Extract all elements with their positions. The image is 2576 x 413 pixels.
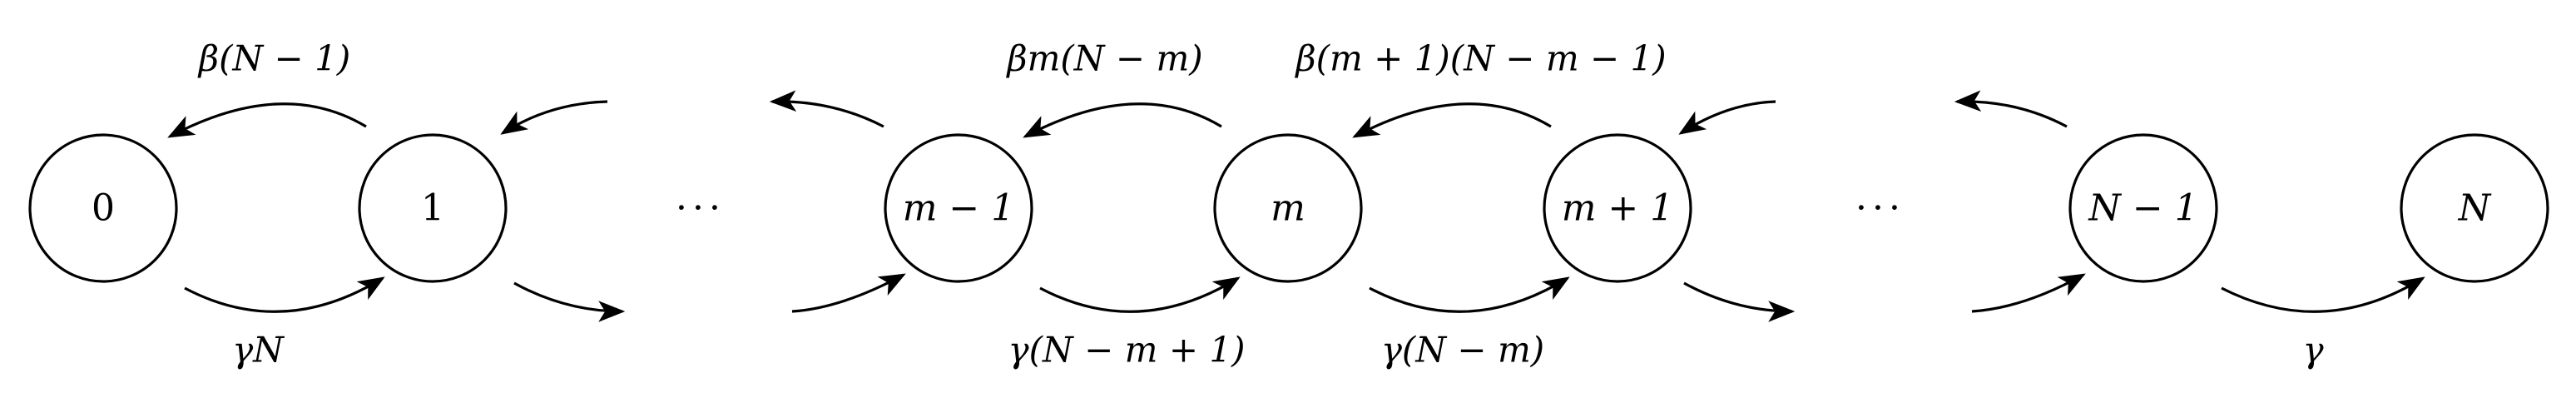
state-node-m: m xyxy=(1213,133,1363,283)
rate-label-beta-m-to-m-minus-1: βm(N − m) xyxy=(1005,38,1202,79)
arrow-gamma-m-to-m-plus-1 xyxy=(1369,276,1570,313)
rate-label-beta-m-plus-1-to-m: β(m + 1)(N − m − 1) xyxy=(1294,38,1666,79)
state-label-m: m xyxy=(1271,187,1305,230)
rate-label-gamma-m-to-m-plus-1: γ(N − m) xyxy=(1381,330,1544,371)
arrow-beta-out-of-N-minus-1 xyxy=(1954,90,2068,128)
arrow-beta-m-to-m-minus-1 xyxy=(1023,102,1222,138)
arrow-gamma-into-m-minus-1 xyxy=(791,273,906,313)
arrow-beta-m-plus-1-to-m xyxy=(1352,102,1552,138)
rate-label-gamma-0-to-1: γN xyxy=(232,330,285,371)
arrow-beta-out-of-m-minus-1 xyxy=(769,90,884,128)
rate-label-gamma-m-minus-1-to-m: γ(N − m + 1) xyxy=(1008,330,1246,371)
state-node-m-minus-1: m − 1 xyxy=(884,133,1033,283)
state-label-0: 0 xyxy=(92,187,115,230)
state-label-m-minus-1: m − 1 xyxy=(903,187,1015,230)
arrow-beta-into-m-plus-1 xyxy=(1678,100,1776,135)
arrow-gamma-out-of-m-plus-1 xyxy=(1683,281,1796,322)
state-node-N-minus-1: N − 1 xyxy=(2068,133,2218,283)
state-node-N: N xyxy=(2400,133,2549,283)
rate-label-gamma-N-minus-1-to-N: γ xyxy=(2302,330,2324,371)
state-label-N: N xyxy=(2458,187,2492,230)
state-label-1: 1 xyxy=(421,187,444,230)
arrow-gamma-into-N-minus-1 xyxy=(1971,273,2086,313)
arrow-gamma-N-minus-1-to-N xyxy=(2221,276,2425,313)
arrow-gamma-out-of-1 xyxy=(513,281,626,322)
arrow-gamma-m-minus-1-to-m xyxy=(1039,276,1241,313)
ellipsis-right: ··· xyxy=(1855,187,1905,230)
state-label-m-plus-1: m + 1 xyxy=(1562,187,1674,230)
state-node-1: 1 xyxy=(358,133,508,283)
state-node-0: 0 xyxy=(28,133,178,283)
arrow-beta-1-to-0 xyxy=(167,102,367,138)
ellipsis-left: ··· xyxy=(676,187,726,230)
arrow-gamma-0-to-1 xyxy=(184,276,385,313)
rate-label-beta-1-to-0: β(N − 1) xyxy=(197,38,350,79)
arrow-beta-into-1 xyxy=(500,100,608,135)
state-node-m-plus-1: m + 1 xyxy=(1543,133,1692,283)
state-label-N-minus-1: N − 1 xyxy=(2088,187,2197,230)
